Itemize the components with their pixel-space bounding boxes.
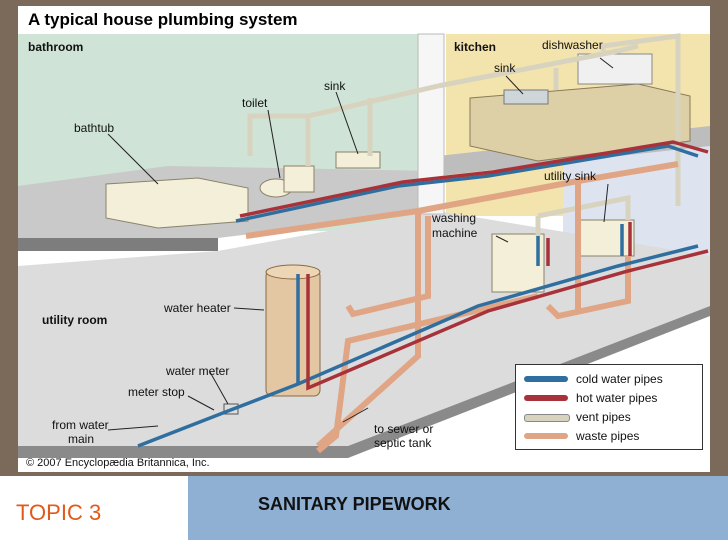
- plumbing-drawing: [18, 33, 710, 458]
- bathtub-shape: [105, 177, 249, 229]
- slide-heading: SANITARY PIPEWORK: [258, 494, 451, 514]
- waste-pipes: [245, 161, 679, 454]
- kitchen-label: kitchen: [454, 40, 497, 54]
- vent-pipes: [247, 33, 681, 236]
- legend-row-cold: cold water pipes: [524, 371, 700, 387]
- water-heater-top: [265, 264, 321, 280]
- hot-water-swatch: [524, 395, 568, 401]
- meter-stop-label: meter stop: [128, 385, 185, 399]
- utility-sink-shape: [577, 219, 635, 257]
- toilet-tank: [283, 165, 315, 193]
- water-meter-label: water meter: [166, 364, 230, 378]
- dishwasher-shape: [577, 53, 653, 85]
- utility-sink-label: utility sink: [544, 169, 597, 183]
- water-heater-label: water heater: [164, 301, 231, 315]
- to-sewer-label-line2: septic tank: [374, 436, 432, 450]
- washing-machine-shape: [491, 233, 545, 293]
- to-sewer-label-line1: to sewer or: [374, 422, 434, 436]
- bathroom-label: bathroom: [28, 40, 84, 54]
- dishwasher-label: dishwasher: [542, 38, 603, 52]
- leader-lines: [107, 57, 614, 431]
- utility-room-label: utility room: [42, 313, 108, 327]
- heading-panel: SANITARY PIPEWORK: [188, 476, 728, 540]
- legend-row-waste: waste pipes: [524, 428, 700, 444]
- legend-hot-label: hot water pipes: [576, 391, 658, 405]
- divider-post: [417, 33, 445, 215]
- kitchen-sink-label: sink: [494, 61, 516, 75]
- legend-row-vent: vent pipes: [524, 409, 700, 425]
- copyright-notice: © 2007 Encyclopædia Britannica, Inc.: [26, 457, 210, 469]
- from-water-main-label-line1: from water: [52, 418, 109, 432]
- legend-waste-label: waste pipes: [576, 429, 640, 443]
- bathroom-sink-shape: [335, 151, 381, 169]
- washing-machine-label-line2: machine: [432, 226, 478, 240]
- bathroom-sink-label: sink: [324, 79, 346, 93]
- pipe-legend: cold water pipes hot water pipes vent pi…: [515, 364, 703, 450]
- illustration-title: A typical house plumbing system: [28, 10, 298, 29]
- toilet-label: toilet: [242, 96, 268, 110]
- hot-water-pipes: [239, 140, 709, 391]
- bathtub-label: bathtub: [74, 121, 115, 135]
- washing-machine-label-line1: washing: [432, 211, 477, 225]
- kitchen-sink-shape: [503, 89, 549, 105]
- topic-panel: [0, 476, 180, 540]
- legend-vent-label: vent pipes: [576, 410, 631, 424]
- from-water-main-label-line2: main: [68, 432, 95, 446]
- upper-floor-edge: [18, 238, 218, 251]
- legend-row-hot: hot water pipes: [524, 390, 700, 406]
- cold-water-swatch: [524, 376, 568, 382]
- waste-swatch: [524, 433, 568, 439]
- vent-swatch: [524, 414, 570, 422]
- topic-label: TOPIC 3: [16, 500, 102, 525]
- legend-cold-label: cold water pipes: [576, 372, 663, 386]
- plumbing-illustration: A typical house plumbing system bathroom…: [18, 6, 710, 472]
- cold-water-pipes: [137, 144, 699, 448]
